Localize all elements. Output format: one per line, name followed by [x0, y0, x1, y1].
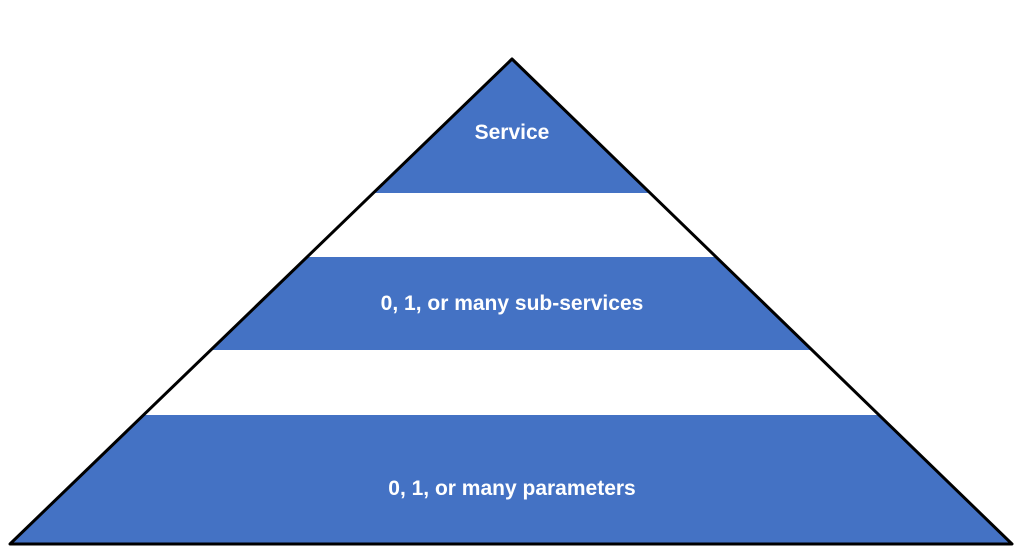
pyramid-level-middle-label: 0, 1, or many sub-services	[381, 292, 644, 315]
pyramid-level-bottom-label: 0, 1, or many parameters	[388, 477, 635, 500]
pyramid-level-top-label: Service	[475, 121, 550, 144]
pyramid-level-middle	[211, 257, 812, 350]
pyramid-level-top	[373, 59, 650, 193]
pyramid-outline	[8, 57, 1014, 546]
pyramid-level-bottom	[10, 415, 1012, 544]
